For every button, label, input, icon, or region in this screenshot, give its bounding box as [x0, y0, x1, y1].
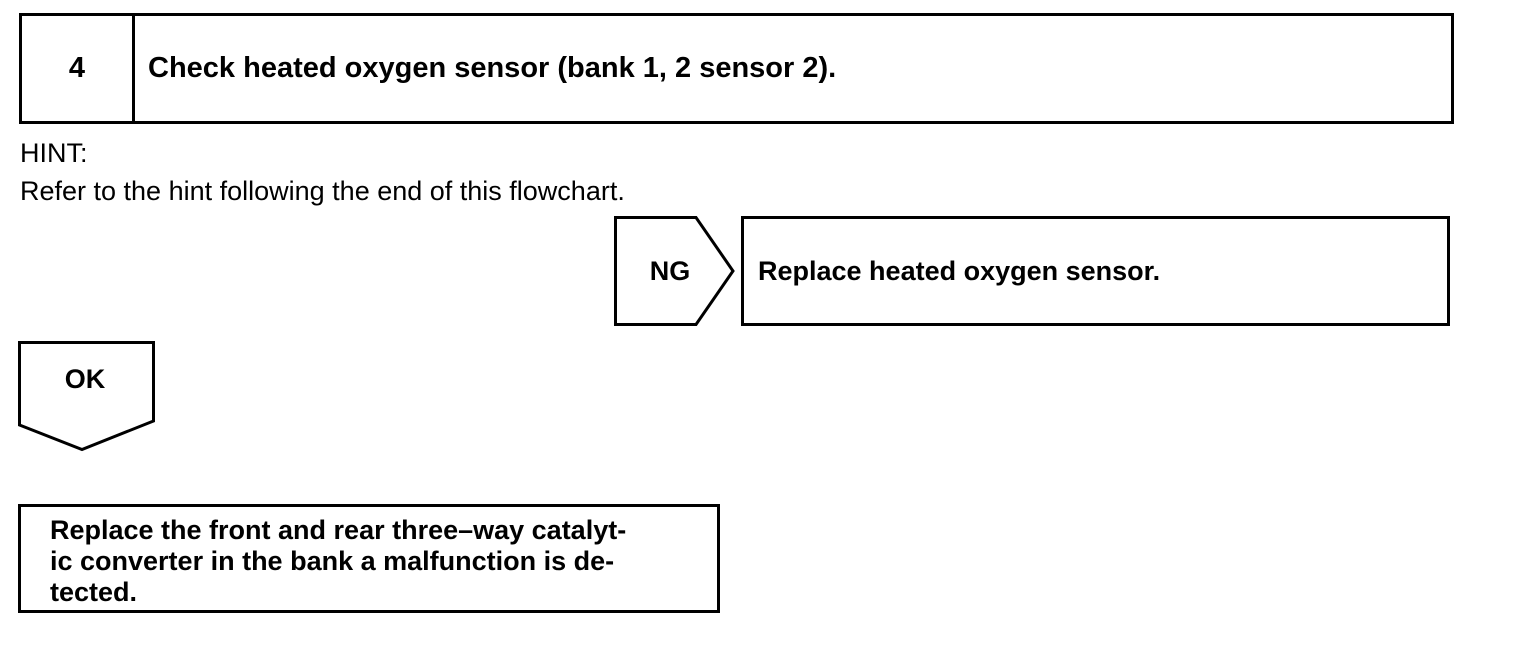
final-action-line: Replace the front and rear three–way cat… [50, 515, 627, 545]
hint-label: HINT: [20, 138, 88, 168]
hint-text: Refer to the hint following the end of t… [20, 176, 625, 206]
ng-label: NG [649, 255, 691, 286]
ng-arrow-shape [614, 216, 735, 326]
ok-label: OK [64, 364, 106, 394]
final-action-box: Replace the front and rear three–way cat… [18, 504, 720, 613]
final-action-line: tected. [50, 577, 138, 607]
step-header: 4 Check heated oxygen sensor (bank 1, 2 … [19, 13, 1454, 124]
final-action-line: ic converter in the bank a malfunction i… [50, 546, 615, 576]
ng-action-box: Replace heated oxygen sensor. [741, 216, 1450, 326]
ok-arrow-shape [18, 341, 155, 452]
step-title: Check heated oxygen sensor (bank 1, 2 se… [148, 52, 837, 84]
step-number: 4 [22, 16, 135, 121]
